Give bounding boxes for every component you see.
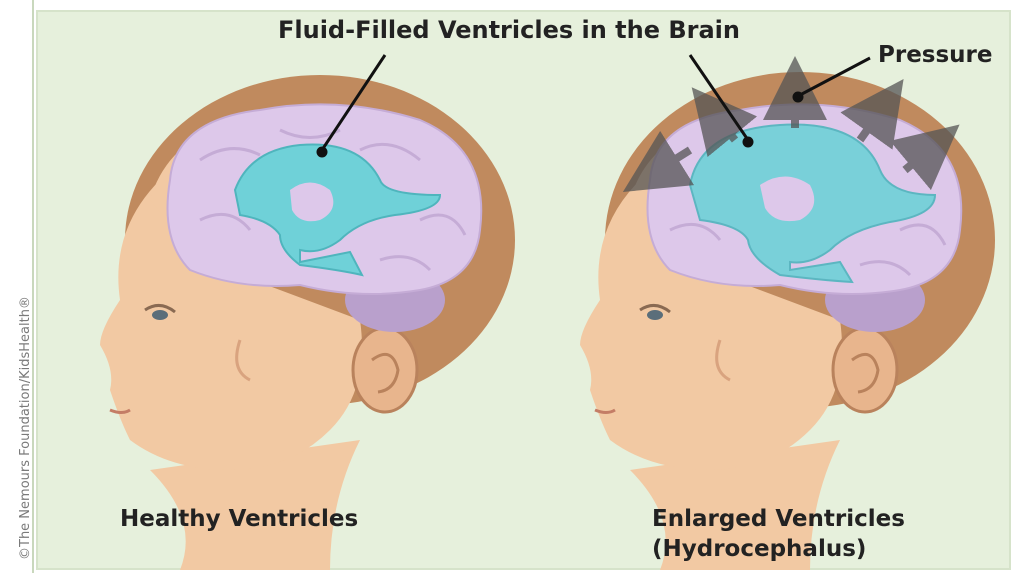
hydrocephalus-caption-line2: (Hydrocephalus) [652, 534, 905, 564]
hydrocephalus-baby-head [580, 72, 995, 570]
pressure-label: Pressure [878, 42, 993, 68]
hydrocephalus-caption-line1: Enlarged Ventricles [652, 504, 905, 534]
healthy-caption: Healthy Ventricles [120, 506, 358, 532]
diagram-title: Fluid-Filled Ventricles in the Brain [278, 16, 740, 44]
hydrocephalus-caption: Enlarged Ventricles (Hydrocephalus) [652, 504, 905, 564]
healthy-baby-head [100, 75, 515, 570]
ear [353, 328, 417, 412]
ear [833, 328, 897, 412]
